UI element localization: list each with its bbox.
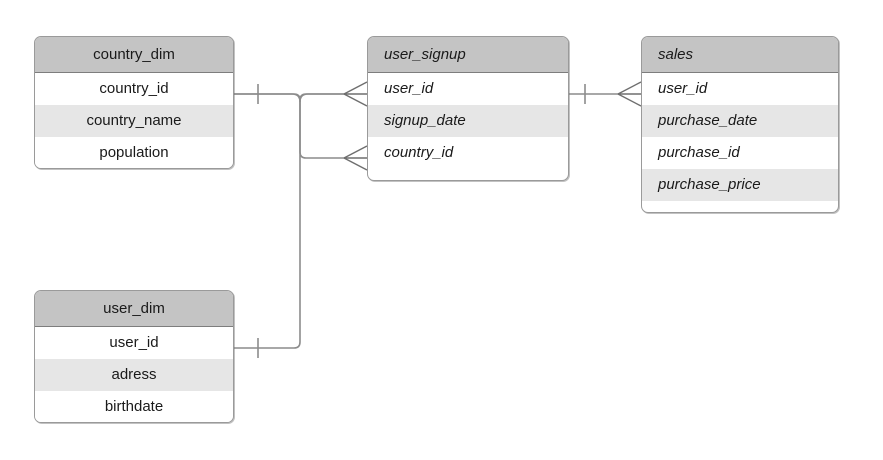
- entity-country-dim-field-country-name[interactable]: country_name: [35, 105, 233, 137]
- entity-user-dim-field-birthdate[interactable]: birthdate: [35, 391, 233, 422]
- cardinality-many-user-signup-country-id: [343, 145, 368, 171]
- entity-user-signup-title: user_signup: [368, 37, 568, 73]
- connector-country-dim-trunk: [234, 93, 344, 159]
- cardinality-many-user-signup-user-id: [343, 81, 368, 107]
- entity-sales-field-purchase-price[interactable]: purchase_price: [642, 169, 838, 201]
- connector-country-dim-to-user-signup-user-id: [234, 93, 344, 103]
- connector-branch-upper: [299, 93, 344, 101]
- entity-country-dim-field-country-id[interactable]: country_id: [35, 73, 233, 105]
- entity-user-signup-field-user-id[interactable]: user_id: [368, 73, 568, 105]
- entity-sales-title: sales: [642, 37, 838, 73]
- entity-user-dim-field-adress[interactable]: adress: [35, 359, 233, 391]
- entity-sales-field-user-id[interactable]: user_id: [642, 73, 838, 105]
- entity-sales-field-purchase-id[interactable]: purchase_id: [642, 137, 838, 169]
- entity-country-dim-field-population[interactable]: population: [35, 137, 233, 168]
- entity-user-signup-field-country-id[interactable]: country_id: [368, 137, 568, 169]
- entity-user-dim-field-user-id[interactable]: user_id: [35, 327, 233, 359]
- cardinality-many-sales-user-id: [617, 81, 642, 107]
- entity-user-dim[interactable]: user_dim user_id adress birthdate: [34, 290, 234, 423]
- entity-country-dim[interactable]: country_dim country_id country_name popu…: [34, 36, 234, 169]
- connector-user-dim-trunk: [234, 100, 301, 349]
- entity-user-dim-title: user_dim: [35, 291, 233, 327]
- entity-user-signup[interactable]: user_signup user_id signup_date country_…: [367, 36, 569, 181]
- entity-country-dim-title: country_dim: [35, 37, 233, 73]
- entity-sales[interactable]: sales user_id purchase_date purchase_id …: [641, 36, 839, 213]
- entity-user-signup-field-signup-date[interactable]: signup_date: [368, 105, 568, 137]
- entity-sales-field-purchase-date[interactable]: purchase_date: [642, 105, 838, 137]
